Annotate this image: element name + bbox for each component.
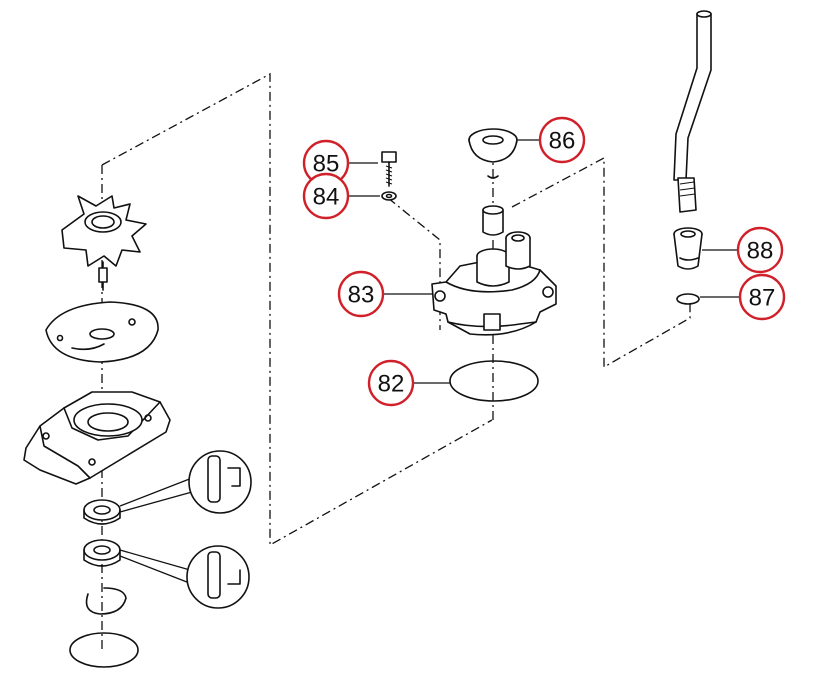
- wear-plate: [45, 301, 159, 363]
- seal-orientation-detail-lower: [119, 545, 250, 609]
- callout-83: 83: [337, 270, 385, 318]
- seal-orientation-detail-upper: [119, 450, 252, 514]
- callout-88: 88: [736, 226, 784, 274]
- washer: [381, 191, 397, 201]
- callout-86: 86: [538, 116, 586, 164]
- callout-84-label: 84: [313, 184, 340, 211]
- pump-housing: [431, 231, 557, 336]
- water-tube-insert: [482, 175, 504, 236]
- callout-88-ring: [736, 226, 784, 274]
- tube-o-ring: [676, 293, 700, 305]
- callout-84-ring: [302, 172, 350, 220]
- callout-86-ring: [538, 116, 586, 164]
- grommet: [468, 128, 518, 163]
- callout-86-label: 86: [549, 128, 576, 155]
- callout-88-label: 88: [747, 238, 774, 265]
- callout-87-label: 87: [749, 285, 776, 312]
- callout-84: 84: [302, 172, 350, 220]
- impeller: [61, 195, 147, 291]
- callout-83-ring: [337, 270, 385, 318]
- callout-82-ring: [367, 359, 415, 407]
- seal-upper: [83, 499, 121, 525]
- snap-ring: [85, 587, 127, 615]
- tube-seal: [673, 227, 703, 270]
- pump-base-housing: [23, 391, 171, 485]
- callout-82-label: 82: [378, 371, 405, 398]
- housing-o-ring: [449, 360, 539, 402]
- bolt: [381, 151, 397, 187]
- seal-lower: [83, 539, 121, 567]
- callout-87: 87: [738, 273, 786, 321]
- callout-87-ring: [738, 273, 786, 321]
- callout-leaders: [348, 139, 740, 384]
- callout-83-label: 83: [348, 282, 375, 309]
- lower-o-ring: [69, 632, 139, 668]
- water-tube: [673, 10, 712, 213]
- callout-82: 82: [367, 359, 415, 407]
